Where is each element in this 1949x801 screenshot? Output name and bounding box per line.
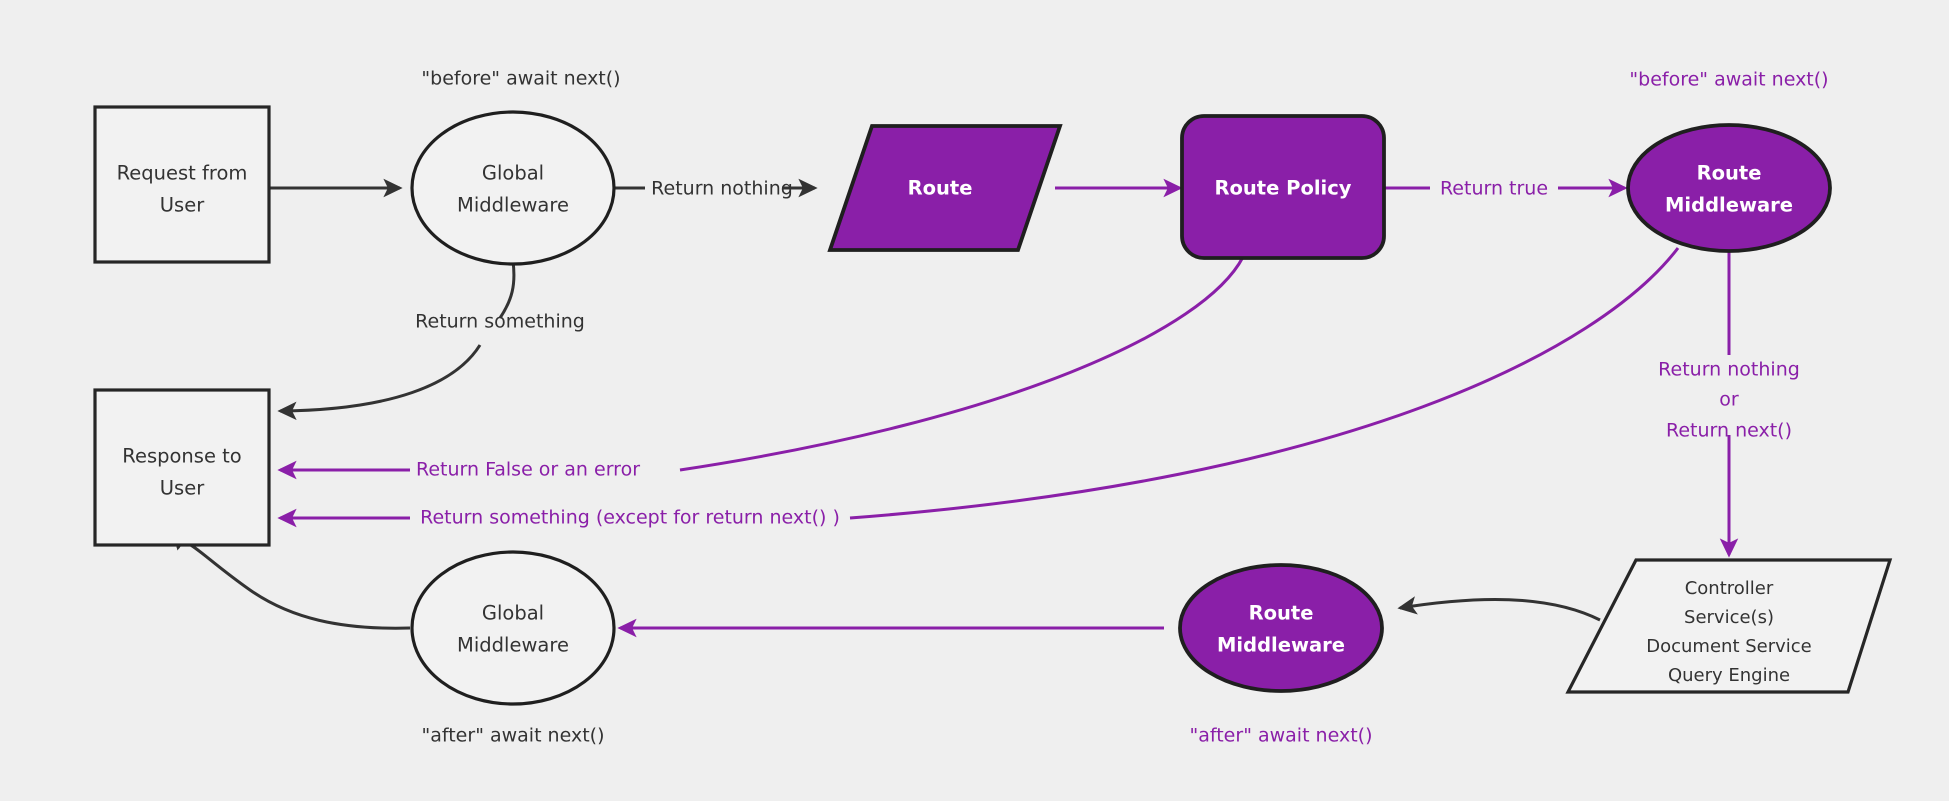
global-middleware-bottom-label-line1: Global	[482, 602, 544, 625]
node-request-from-user[interactable]: Request from User	[93, 105, 271, 264]
global-middleware-bottom-ellipse[interactable]	[410, 550, 616, 706]
global-middleware-top-ellipse[interactable]	[410, 110, 616, 266]
request-from-user-box[interactable]	[93, 105, 271, 264]
node-global-middleware-top[interactable]: Global Middleware	[410, 110, 616, 266]
route-policy-box[interactable]	[1180, 114, 1386, 260]
request-from-user-label-line2: User	[160, 194, 205, 217]
global-middleware-top-label-line1: Global	[482, 162, 544, 185]
edge-label-return-true: Return true	[1440, 178, 1548, 200]
edge-label-return-nothing-or-next-line1: Return nothing	[1658, 359, 1800, 381]
edge-label-return-nothing-top: Return nothing	[651, 178, 793, 200]
global-middleware-top-label-line2: Middleware	[457, 194, 569, 217]
request-from-user-label-line1: Request from	[117, 162, 248, 185]
global-middleware-bottom-label-line2: Middleware	[457, 634, 569, 657]
edge-controller-to-route-middleware-bottom	[1397, 596, 1601, 622]
route-middleware-bottom-ellipse[interactable]	[1178, 563, 1384, 693]
route-middleware-bottom-label-line1: Route	[1249, 602, 1314, 625]
node-route-policy[interactable]: Route Policy	[1180, 114, 1386, 260]
edge-label-return-something-except: Return something (except for return next…	[420, 507, 840, 529]
controller-services-parallelogram[interactable]	[1565, 558, 1893, 694]
route-middleware-top-label-line1: Route	[1697, 162, 1762, 185]
note-after-await-next-purple: "after" await next()	[1190, 725, 1373, 747]
edge-label-return-nothing-or-next-line3: Return next()	[1666, 420, 1792, 442]
route-middleware-bottom-label-line2: Middleware	[1217, 634, 1345, 657]
node-global-middleware-bottom[interactable]: Global Middleware	[410, 550, 616, 706]
controller-label-line3: Document Service	[1646, 636, 1812, 657]
edge-route-policy-return-false-curve	[679, 256, 1245, 472]
edge-global-middleware-return-something-upper	[498, 260, 516, 319]
controller-label-line2: Service(s)	[1684, 607, 1774, 628]
route-parallelogram[interactable]	[827, 124, 1063, 252]
note-after-await-next-dark: "after" await next()	[422, 725, 605, 747]
note-before-await-next-dark: "before" await next()	[421, 68, 620, 90]
edge-global-middleware-return-something-lower	[277, 344, 482, 421]
response-to-user-label-line2: User	[160, 477, 205, 500]
node-controller-services[interactable]: Controller Service(s) Document Service Q…	[1565, 558, 1893, 694]
edge-route-middleware-return-something-curve	[849, 247, 1680, 520]
controller-label-line1: Controller	[1685, 578, 1774, 599]
node-route[interactable]: Route	[827, 124, 1063, 252]
controller-label-line4: Query Engine	[1668, 665, 1790, 686]
node-response-to-user[interactable]: Response to User	[93, 388, 271, 547]
note-before-await-next-purple: "before" await next()	[1629, 69, 1828, 91]
route-label: Route	[908, 177, 973, 200]
edge-label-return-nothing-or-next-line2: or	[1719, 389, 1739, 411]
route-middleware-top-ellipse[interactable]	[1626, 123, 1832, 253]
route-policy-label: Route Policy	[1215, 177, 1352, 200]
route-middleware-top-label-line2: Middleware	[1665, 194, 1793, 217]
response-to-user-label-line1: Response to	[122, 445, 241, 468]
node-route-middleware-top[interactable]: Route Middleware	[1626, 123, 1832, 253]
edge-label-return-false-or-error: Return False or an error	[416, 459, 640, 481]
edge-label-return-something-top: Return something	[415, 311, 585, 333]
node-route-middleware-bottom[interactable]: Route Middleware	[1178, 563, 1384, 693]
response-to-user-box[interactable]	[93, 388, 271, 547]
